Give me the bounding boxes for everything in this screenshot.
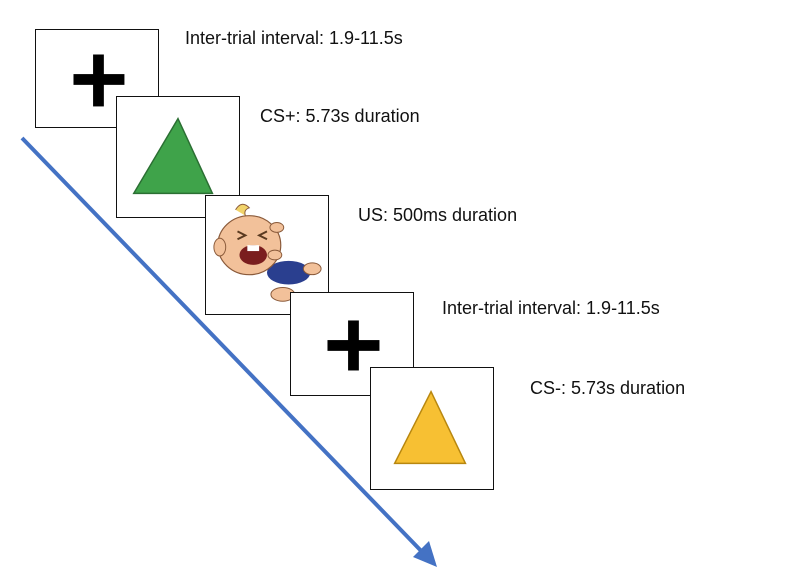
step-label-cs-minus: CS-: 5.73s duration	[530, 378, 686, 398]
green-triangle-icon	[132, 117, 214, 195]
yellow-triangle-icon	[393, 389, 467, 465]
step-label-iti-1: Inter-trial interval: 1.9-11.5s	[185, 28, 403, 48]
stimulus-frame-cs-minus	[370, 367, 494, 490]
step-label-us: US: 500ms duration	[358, 205, 518, 225]
fixation-cross-icon	[73, 54, 125, 107]
step-label-cs-plus: CS+: 5.73s duration	[260, 106, 420, 126]
step-label-iti-2: Inter-trial interval: 1.9-11.5s	[442, 298, 660, 318]
fixation-cross-icon	[327, 320, 380, 371]
crying-baby-icon	[213, 203, 322, 302]
